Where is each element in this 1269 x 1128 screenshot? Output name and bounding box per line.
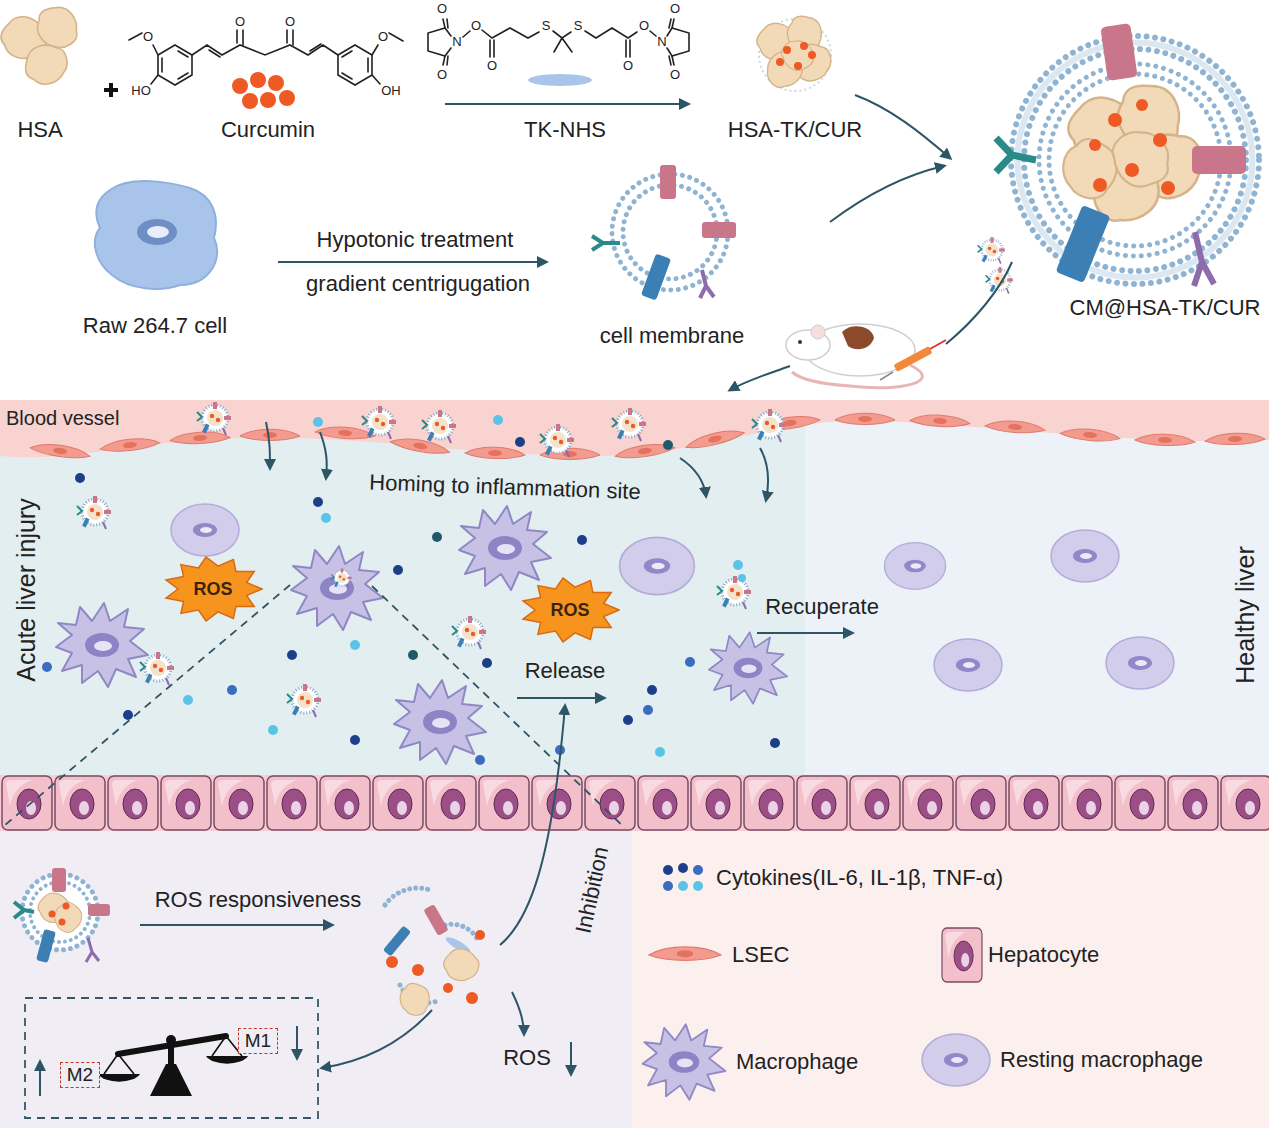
atom-label: O xyxy=(235,15,245,30)
text-label: CM@HSA-TK/CUR xyxy=(1070,295,1261,320)
m1-box: M1 xyxy=(238,1028,278,1054)
healthy-liver-region: Healthy liver xyxy=(805,400,1269,775)
legend-label: LSEC xyxy=(732,942,789,967)
atom-label: O xyxy=(471,19,481,34)
text-label: Hypotonic treatment xyxy=(317,227,514,252)
text-label: gradient centrigugation xyxy=(306,271,530,296)
text-label: ROS responsiveness xyxy=(155,887,362,912)
region-label: Healthy liver xyxy=(1231,546,1260,684)
burst-shape xyxy=(520,577,620,643)
text-label: Curcumin xyxy=(221,117,315,142)
burst-outline xyxy=(523,578,619,642)
text-label: Release xyxy=(525,658,606,683)
ros-burst: ROS xyxy=(163,556,263,622)
text-label: HSA-TK/CUR xyxy=(728,117,862,142)
atom-label: S xyxy=(574,19,583,34)
region-label: Acute liver injury xyxy=(12,498,41,681)
ros-burst: ROS xyxy=(520,577,620,643)
box-label: M2 xyxy=(67,1064,93,1086)
atom-label: N xyxy=(657,35,666,50)
atom-label: O xyxy=(623,59,633,74)
box-label: M1 xyxy=(245,1030,271,1052)
atom-label: OH xyxy=(381,84,401,99)
burst-label: ROS xyxy=(193,579,232,600)
atom-label: HO xyxy=(131,84,151,99)
text-label: Recuperate xyxy=(765,594,879,619)
text-label: ROS xyxy=(503,1045,551,1070)
legend-label: Cytokines(IL-6, IL-1β, TNF-α) xyxy=(716,865,1003,890)
blood-vessel-band: Blood vessel xyxy=(0,402,1269,442)
acute-liver-region: Acute liver injuryROSROS xyxy=(0,400,805,775)
atom-label: O xyxy=(639,19,649,34)
text-label: TK-NHS xyxy=(524,117,606,142)
legend-label: Macrophage xyxy=(736,1049,858,1074)
atom-label: O xyxy=(437,2,447,17)
m2-box: M2 xyxy=(60,1062,100,1088)
text-label: Raw 264.7 cell xyxy=(83,313,227,338)
atom-label: S xyxy=(542,19,551,34)
text-label: cell membrane xyxy=(600,323,744,348)
atom-label: O xyxy=(378,30,388,45)
burst-shape xyxy=(163,556,263,622)
atom-label: N xyxy=(452,35,461,50)
atom-label: O xyxy=(143,30,153,45)
legend-label: Hepatocyte xyxy=(988,942,1099,967)
burst-label: ROS xyxy=(550,600,589,621)
burst-outline xyxy=(166,557,262,621)
atom-label: O xyxy=(670,2,680,17)
legend-label: Resting macrophage xyxy=(1000,1047,1203,1072)
text-label: HSA xyxy=(17,117,62,142)
atom-label: O xyxy=(487,59,497,74)
atom-label: O xyxy=(670,68,680,83)
atom-label: O xyxy=(285,15,295,30)
band-label: Blood vessel xyxy=(6,407,119,430)
atom-label: O xyxy=(437,68,447,83)
